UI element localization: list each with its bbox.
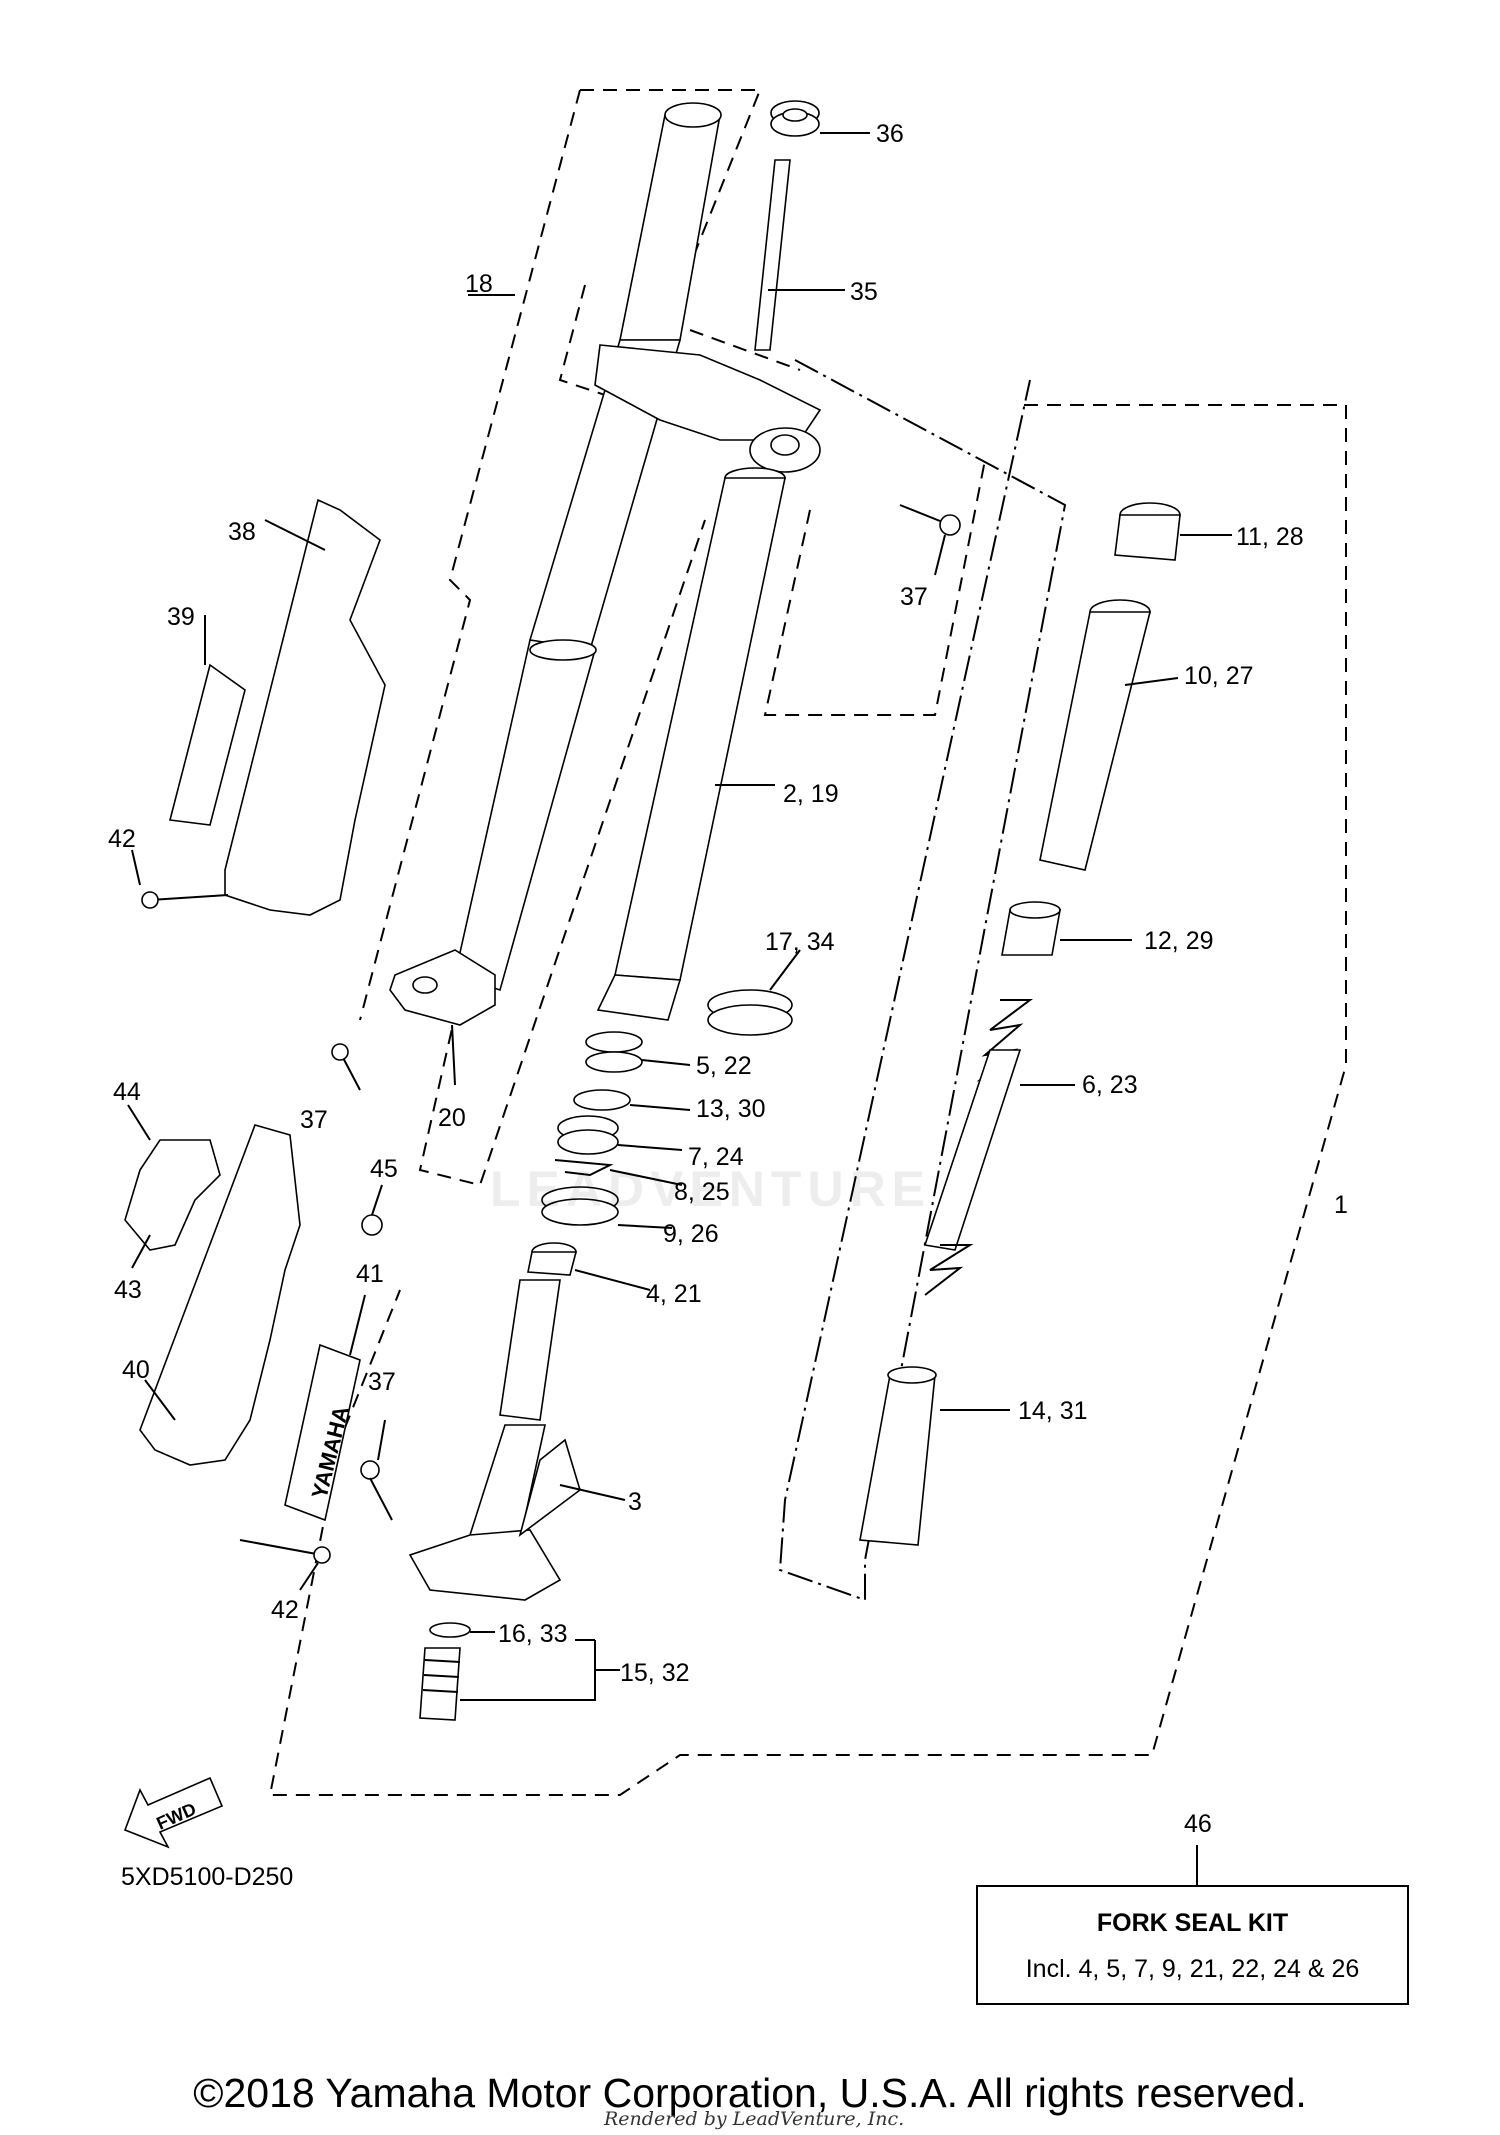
label-10-27: 10, 27 <box>1184 662 1254 690</box>
part-2-inner-tube[interactable] <box>596 467 786 1021</box>
part-36-seal[interactable] <box>770 100 870 137</box>
fork-seal-kit-description: Incl. 4, 5, 7, 9, 21, 22, 24 & 26 <box>1025 1955 1360 1983</box>
fork-seal-kit-box: FORK SEAL KIT Incl. 4, 5, 7, 9, 21, 22, … <box>976 1885 1409 2005</box>
label-16-33: 16, 33 <box>498 1620 568 1648</box>
assembly-outline-18 <box>418 89 762 1187</box>
assembly-outline-18-left <box>359 89 581 1021</box>
label-38: 38 <box>228 518 256 546</box>
copyright-notice: ©2018 Yamaha Motor Corporation, U.S.A. A… <box>193 2070 1307 2116</box>
part-18-outer-tube[interactable] <box>454 102 722 992</box>
label-8-25: 8, 25 <box>674 1178 730 1206</box>
label-37-lower: 37 <box>368 1368 396 1396</box>
label-15-32: 15, 32 <box>620 1659 690 1687</box>
part-16-o-ring[interactable] <box>429 1622 495 1638</box>
part-12-collar[interactable] <box>1001 901 1132 956</box>
label-46: 46 <box>1184 1810 1212 1838</box>
part-3-outer-leg[interactable] <box>408 1279 626 1601</box>
label-45: 45 <box>370 1155 398 1183</box>
part-44-cable-guide[interactable] <box>124 1104 221 1269</box>
part-40-lower-guard[interactable] <box>139 1124 301 1466</box>
label-14-31: 14, 31 <box>1018 1397 1088 1425</box>
clamp-box-outline <box>558 284 986 716</box>
label-42-top: 42 <box>108 825 136 853</box>
part-37-bolt-top[interactable] <box>899 504 961 576</box>
part-9-dust-seal[interactable] <box>541 1186 673 1229</box>
label-37-mid: 37 <box>300 1106 328 1134</box>
label-39: 39 <box>167 603 195 631</box>
label-6-23: 13, 30 <box>696 1095 766 1123</box>
part-11-cap[interactable] <box>1114 502 1232 561</box>
label-40: 40 <box>122 1356 150 1384</box>
part-13-spring[interactable] <box>923 999 1075 1296</box>
part-38-fork-guard[interactable] <box>224 498 386 916</box>
label-5-22: 5, 22 <box>696 1052 752 1080</box>
label-20: 20 <box>438 1104 466 1132</box>
part-37-bolt-lower[interactable] <box>360 1419 393 1521</box>
part-15-bolt[interactable] <box>419 1639 620 1721</box>
part-42-screw-top[interactable] <box>131 849 229 909</box>
part-42-screw-bottom[interactable] <box>239 1539 331 1591</box>
part-14-piston[interactable] <box>859 1366 1010 1546</box>
label-18: 18 <box>465 270 493 298</box>
label-3: 3 <box>628 1488 642 1516</box>
label-17-34: 17, 34 <box>765 928 835 956</box>
label-13-30: 6, 23 <box>1082 1071 1138 1099</box>
label-42-bottom: 42 <box>271 1596 299 1624</box>
label-11-28: 11, 28 <box>1236 523 1304 551</box>
part-6-washer[interactable] <box>573 1089 691 1111</box>
label-37-top: 37 <box>900 583 928 611</box>
part-4-slide-bushing[interactable] <box>527 1242 651 1291</box>
label-7-24: 7, 24 <box>688 1143 744 1171</box>
rendered-by-credit: Rendered by LeadVenture, Inc. <box>604 2108 905 2130</box>
label-12-29: 12, 29 <box>1144 927 1214 955</box>
part-17-dust-seal[interactable] <box>707 949 801 1036</box>
label-44: 44 <box>113 1078 141 1106</box>
fork-top-clamp[interactable] <box>594 344 822 473</box>
fwd-arrow-icon <box>123 1776 224 1849</box>
label-2-19: 2, 19 <box>783 780 839 808</box>
label-35: 35 <box>850 278 878 306</box>
part-45-nut[interactable] <box>361 1184 383 1236</box>
fork-seal-kit-title: FORK SEAL KIT <box>1096 1909 1289 1937</box>
part-7-oil-seal[interactable] <box>557 1115 683 1155</box>
label-43: 43 <box>114 1276 142 1304</box>
inner-assembly-outline <box>778 359 1067 1602</box>
part-37-bolt-mid[interactable] <box>331 1043 361 1091</box>
label-41: 41 <box>356 1260 384 1288</box>
part-20-axle-holder[interactable] <box>389 949 496 1086</box>
part-10-damper-cylinder[interactable] <box>1039 599 1179 871</box>
label-4-21: 4, 21 <box>646 1280 702 1308</box>
label-1: 1 <box>1334 1191 1348 1219</box>
part-41-yamaha-decal[interactable] <box>284 1294 366 1522</box>
part-5-guide-bushing[interactable] <box>585 1031 691 1073</box>
part-35-stem[interactable] <box>754 159 845 351</box>
brand-watermark: LEADVENTURE <box>490 1161 932 1217</box>
label-9-26: 9, 26 <box>663 1220 719 1248</box>
diagram-code: 5XD5100-D250 <box>121 1863 294 1891</box>
label-36: 36 <box>876 120 904 148</box>
part-8-clip[interactable] <box>554 1159 683 1186</box>
part-39-decal[interactable] <box>168 615 246 826</box>
